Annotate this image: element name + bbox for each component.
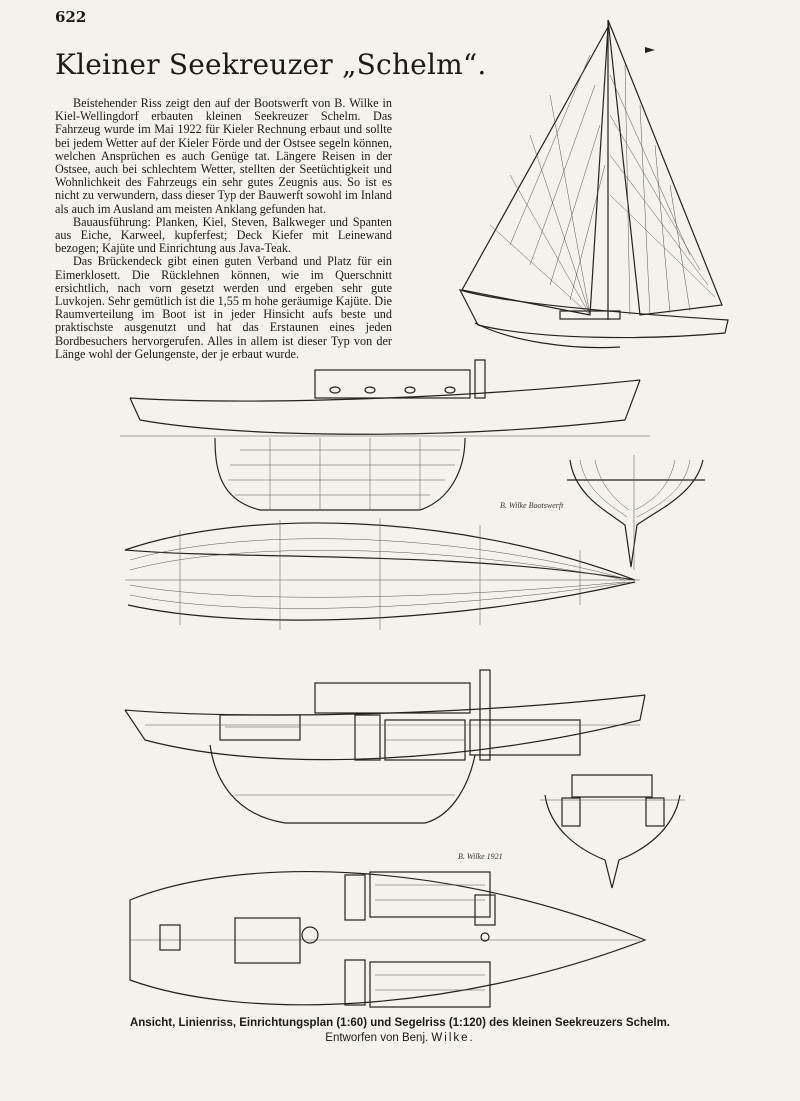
lines-signature: B. Wilke Bootswerft: [500, 501, 564, 510]
interior-profile-drawing: [124, 669, 646, 824]
plan-signature: B. Wilke 1921: [458, 852, 503, 861]
sailplan-hull: [458, 289, 729, 339]
article-body: Beistehender Riss zeigt den auf der Boot…: [55, 96, 392, 361]
mainsail: [607, 19, 723, 316]
paragraph-intro: Beistehender Riss zeigt den auf der Boot…: [55, 96, 392, 216]
body-plan-drawing: [567, 455, 705, 570]
pennant: [645, 47, 655, 53]
cabin-trunk: [314, 369, 471, 399]
designer-name: Wilke.: [431, 1032, 475, 1044]
jib-sail: [461, 26, 609, 316]
half-breadth-drawing: [124, 518, 640, 630]
keel-profile: [214, 437, 466, 511]
profile-hull: [129, 379, 641, 435]
cross-section-drawing: [540, 774, 685, 889]
deck-plan-drawing: B. Wilke 1921: [129, 852, 647, 1008]
paragraph-bridge-deck: Das Brückendeck gibt einen guten Verband…: [55, 254, 392, 361]
page-number: 622: [55, 8, 87, 26]
article-title: Kleiner Seekreuzer „Schelm“.: [55, 48, 487, 81]
credit-prefix: Entworfen von Benj.: [325, 1032, 432, 1044]
figure-caption: Ansicht, Linienriss, Einrichtungsplan (1…: [129, 1017, 671, 1029]
paragraph-construction: Bauausführung: Planken, Kiel, Steven, Ba…: [55, 214, 392, 256]
sail-plan-drawing: [458, 19, 729, 349]
profile-sheer: [129, 379, 641, 402]
profile-lines-drawing: B. Wilke Bootswerft: [120, 359, 650, 511]
figure-credit: Entworfen von Benj. Wilke.: [0, 1032, 800, 1044]
